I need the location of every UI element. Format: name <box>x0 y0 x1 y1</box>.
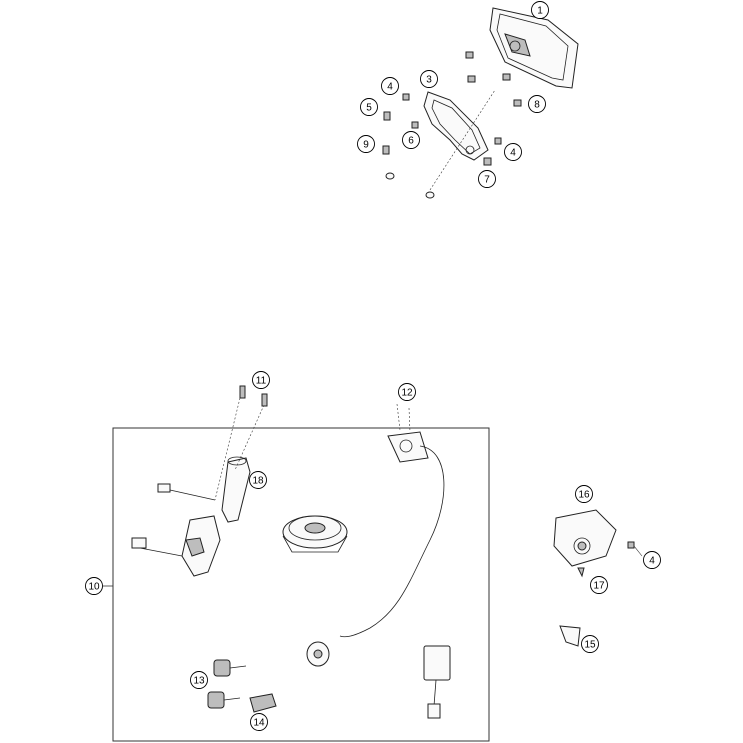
dashboard-display <box>489 7 579 89</box>
sensor-clip <box>559 625 581 647</box>
callout-18-label: 18 <box>252 476 264 487</box>
callout-10: 10 <box>85 577 103 595</box>
callout-11: 11 <box>252 371 270 389</box>
callout-4-top-label: 4 <box>387 82 393 93</box>
callout-9-label: 9 <box>363 140 369 151</box>
dashboard-bracket <box>423 91 489 161</box>
callout-15-label: 15 <box>584 640 596 651</box>
callout-12-label: 12 <box>401 388 413 399</box>
callout-12: 12 <box>398 383 416 401</box>
kit-frame <box>112 427 490 742</box>
callout-17-label: 17 <box>593 581 605 592</box>
callout-13: 13 <box>190 671 208 689</box>
callout-4-bottom-label: 4 <box>649 556 655 567</box>
callout-1: 1 <box>531 1 549 19</box>
side-bracket <box>553 509 635 578</box>
lock-cylinder <box>306 641 330 667</box>
callout-14-label: 14 <box>253 718 265 729</box>
callout-15: 15 <box>581 635 599 653</box>
connector <box>423 645 451 719</box>
callout-3-label: 3 <box>426 75 432 86</box>
callout-5: 5 <box>360 98 378 116</box>
seat-lock-cable <box>339 403 445 638</box>
callout-5-label: 5 <box>366 103 372 114</box>
callout-4-right-label: 4 <box>510 148 516 159</box>
fuel-cap <box>282 515 348 553</box>
callout-1-label: 1 <box>537 6 543 17</box>
screws-and-nuts <box>382 51 522 199</box>
callout-17: 17 <box>590 576 608 594</box>
callout-7-label: 7 <box>484 175 490 186</box>
callout-13-label: 13 <box>193 676 205 687</box>
callout-16-label: 16 <box>578 490 590 501</box>
callout-11-label: 11 <box>256 376 267 387</box>
callout-18: 18 <box>249 471 267 489</box>
callout-3: 3 <box>420 70 438 88</box>
ignition-lock <box>131 385 268 577</box>
callout-14: 14 <box>250 713 268 731</box>
callout-6: 6 <box>402 131 420 149</box>
callout-10-label: 10 <box>88 582 100 593</box>
dashboard-assembly <box>382 7 579 199</box>
callout-8: 8 <box>528 95 546 113</box>
callout-7: 7 <box>478 170 496 188</box>
callout-4-top: 4 <box>381 77 399 95</box>
keys <box>207 659 277 713</box>
callout-4-right: 4 <box>504 143 522 161</box>
callout-4-bottom: 4 <box>633 545 661 569</box>
callout-8-label: 8 <box>534 100 540 111</box>
callout-6-label: 6 <box>408 136 414 147</box>
callout-16: 16 <box>575 485 593 503</box>
callout-9: 9 <box>357 135 375 153</box>
